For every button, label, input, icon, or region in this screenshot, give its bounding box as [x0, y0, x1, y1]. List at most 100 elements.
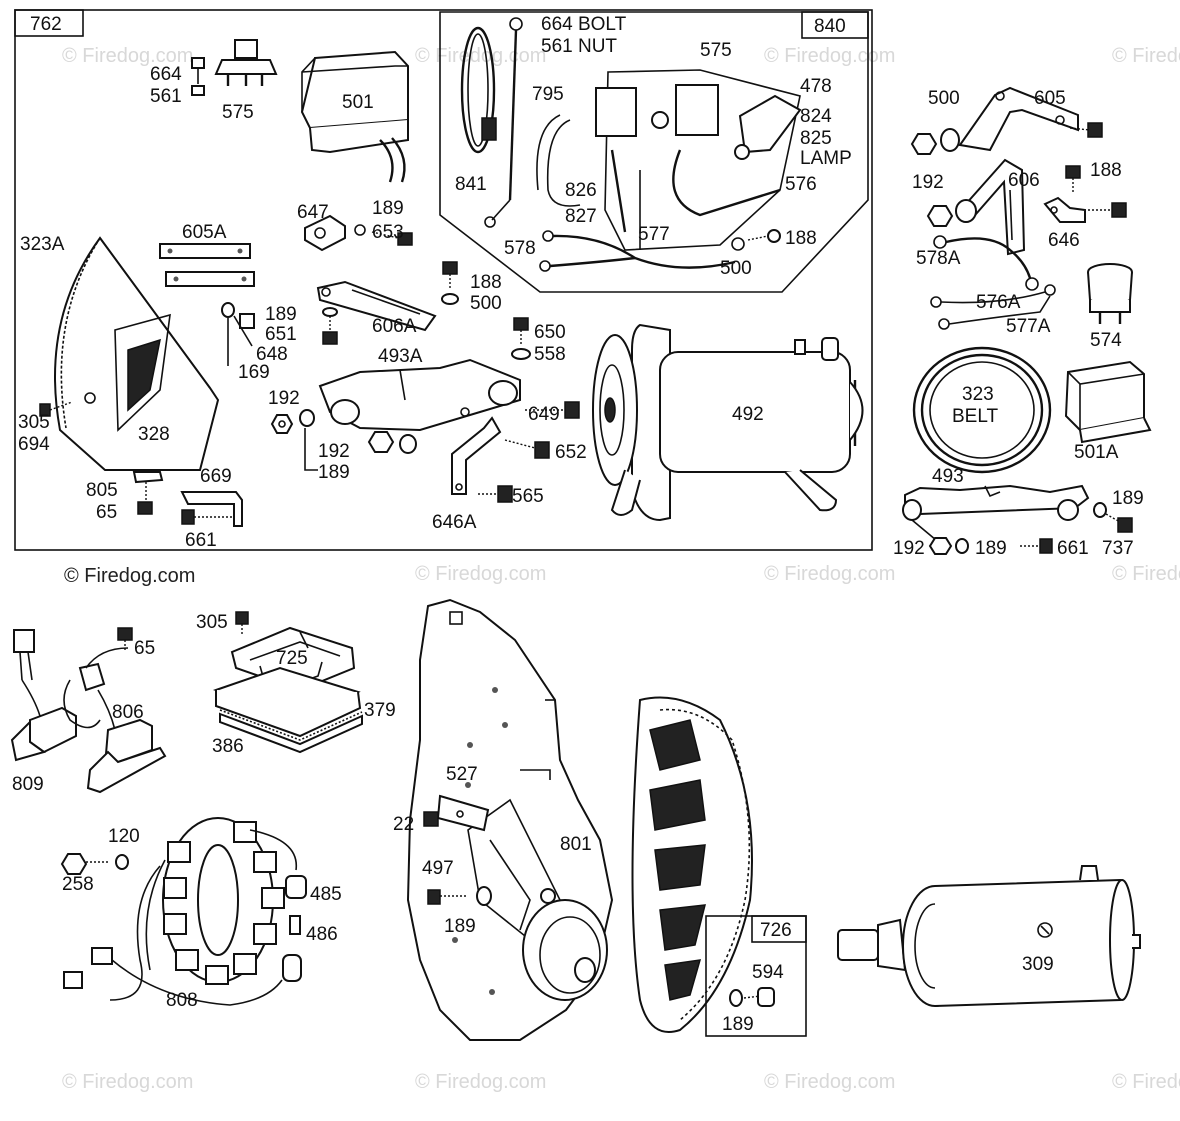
strap-605a-icon [159, 243, 255, 287]
clip-646-icon [1043, 196, 1127, 223]
label-188b: 188 [470, 272, 502, 293]
label-22: 22 [393, 814, 414, 835]
label-169: 169 [238, 362, 270, 383]
label-827: 827 [565, 206, 597, 227]
label-189e: 189 [975, 538, 1007, 559]
clamp-841-icon [460, 26, 497, 154]
washer-screw-189-737-icon [1093, 502, 1133, 533]
label-328: 328 [138, 424, 170, 445]
label-65a: 65 [96, 502, 117, 523]
label-605: 605 [1034, 88, 1066, 109]
label-497: 497 [422, 858, 454, 879]
watermark-text: © Firedog.com [1112, 45, 1180, 67]
watermark-text: © Firedog.com [62, 1071, 193, 1093]
watermark-text: © Firedog.com [764, 45, 895, 67]
regulator-501-icon [300, 50, 409, 183]
bracket-646a-icon [451, 416, 502, 495]
label-648: 648 [256, 344, 288, 365]
label-558: 558 [534, 344, 566, 365]
gasket-379-386-icon [212, 666, 363, 754]
label-485: 485 [310, 884, 342, 905]
label-188: 188 [785, 228, 817, 249]
label-belt: BELT [952, 406, 999, 427]
label-305b: 305 [196, 612, 228, 633]
label-379: 379 [364, 700, 396, 721]
watermark-text: © Firedog.com [415, 45, 546, 67]
label-478: 478 [800, 76, 832, 97]
label-646: 646 [1048, 230, 1080, 251]
label-574: 574 [1090, 330, 1122, 351]
label-801: 801 [560, 834, 592, 855]
label-694: 694 [18, 434, 50, 455]
group-number-726: 726 [760, 920, 792, 941]
bracket-606a-icon [316, 280, 437, 332]
bolt-565-icon [478, 485, 513, 503]
label-500b: 500 [470, 293, 502, 314]
bolt-649-icon [525, 401, 580, 419]
label-189c: 189 [318, 462, 350, 483]
generator-492-icon [592, 323, 864, 522]
nut-washer-bolt-row-icon [928, 537, 1053, 555]
label-323: 323 [962, 384, 994, 405]
label-192a: 192 [268, 388, 300, 409]
ground-wire-icon [484, 17, 523, 228]
nut-192-icon [270, 414, 294, 434]
nut-washer-192-189-icon [304, 428, 417, 471]
watermark-text: © Firedog.com [1112, 1071, 1180, 1093]
label-527: 527 [446, 764, 478, 785]
belt-guard-328-icon [54, 236, 220, 471]
bolt-305-icon [39, 392, 96, 417]
spacer-647-icon [304, 214, 413, 252]
label-653: 653 [372, 222, 404, 243]
nut-washer-192-500-icon [910, 128, 960, 155]
screw-258-washer-120-icon [60, 853, 129, 875]
generator-end-bracket-icon [536, 69, 802, 251]
bracket-606-icon [926, 158, 1026, 256]
watermark-text: © Firedog.com [415, 1071, 546, 1093]
label-646a: 646A [432, 512, 477, 533]
label-500: 500 [720, 258, 752, 279]
label-841: 841 [455, 174, 487, 195]
label-824: 824 [800, 106, 832, 127]
label-493: 493 [932, 466, 964, 487]
watermark-text: © Firedog.com [764, 563, 895, 585]
label-661b: 661 [1057, 538, 1089, 559]
label-664-bolt: 664 BOLT [541, 14, 627, 35]
stator-808-icon [63, 817, 302, 1006]
label-649: 649 [528, 404, 560, 425]
label-561-nut: 561 NUT [541, 36, 617, 57]
screw-497-washer-189-icon [427, 886, 492, 906]
label-576a: 576A [976, 292, 1021, 313]
starter-motor-309-icon [837, 865, 1141, 1007]
label-323a: 323A [20, 234, 65, 255]
bracket-605-icon [958, 86, 1103, 152]
bracket-493-icon [902, 484, 1090, 541]
label-806: 806 [112, 702, 144, 723]
label-578: 578 [504, 238, 536, 259]
label-606: 606 [1008, 170, 1040, 191]
bolt-652-icon [504, 439, 550, 459]
adjusting-bracket-493a-icon [318, 358, 521, 432]
rectifier-809-icon [10, 629, 77, 762]
label-664: 664 [150, 64, 182, 85]
label-669: 669 [200, 466, 232, 487]
label-651: 651 [265, 324, 297, 345]
group-box-726 [705, 915, 807, 1037]
copyright-credit: © Firedog.com [64, 565, 195, 587]
washer-bolt-651-icon [322, 307, 338, 345]
label-826: 826 [565, 180, 597, 201]
label-189g: 189 [722, 1014, 754, 1035]
wire-578-icon [539, 230, 736, 272]
watermark-text: © Firedog.com [62, 45, 193, 67]
label-120: 120 [108, 826, 140, 847]
label-652: 652 [555, 442, 587, 463]
label-575: 575 [222, 102, 254, 123]
label-258: 258 [62, 874, 94, 895]
label-808: 808 [166, 990, 198, 1011]
ammeter-574-icon [1087, 263, 1133, 324]
belt-323-icon [912, 346, 1052, 474]
label-192c: 192 [912, 172, 944, 193]
regulator-501a-icon [1064, 360, 1152, 444]
label-lamp: LAMP [800, 148, 852, 169]
label-386: 386 [212, 736, 244, 757]
